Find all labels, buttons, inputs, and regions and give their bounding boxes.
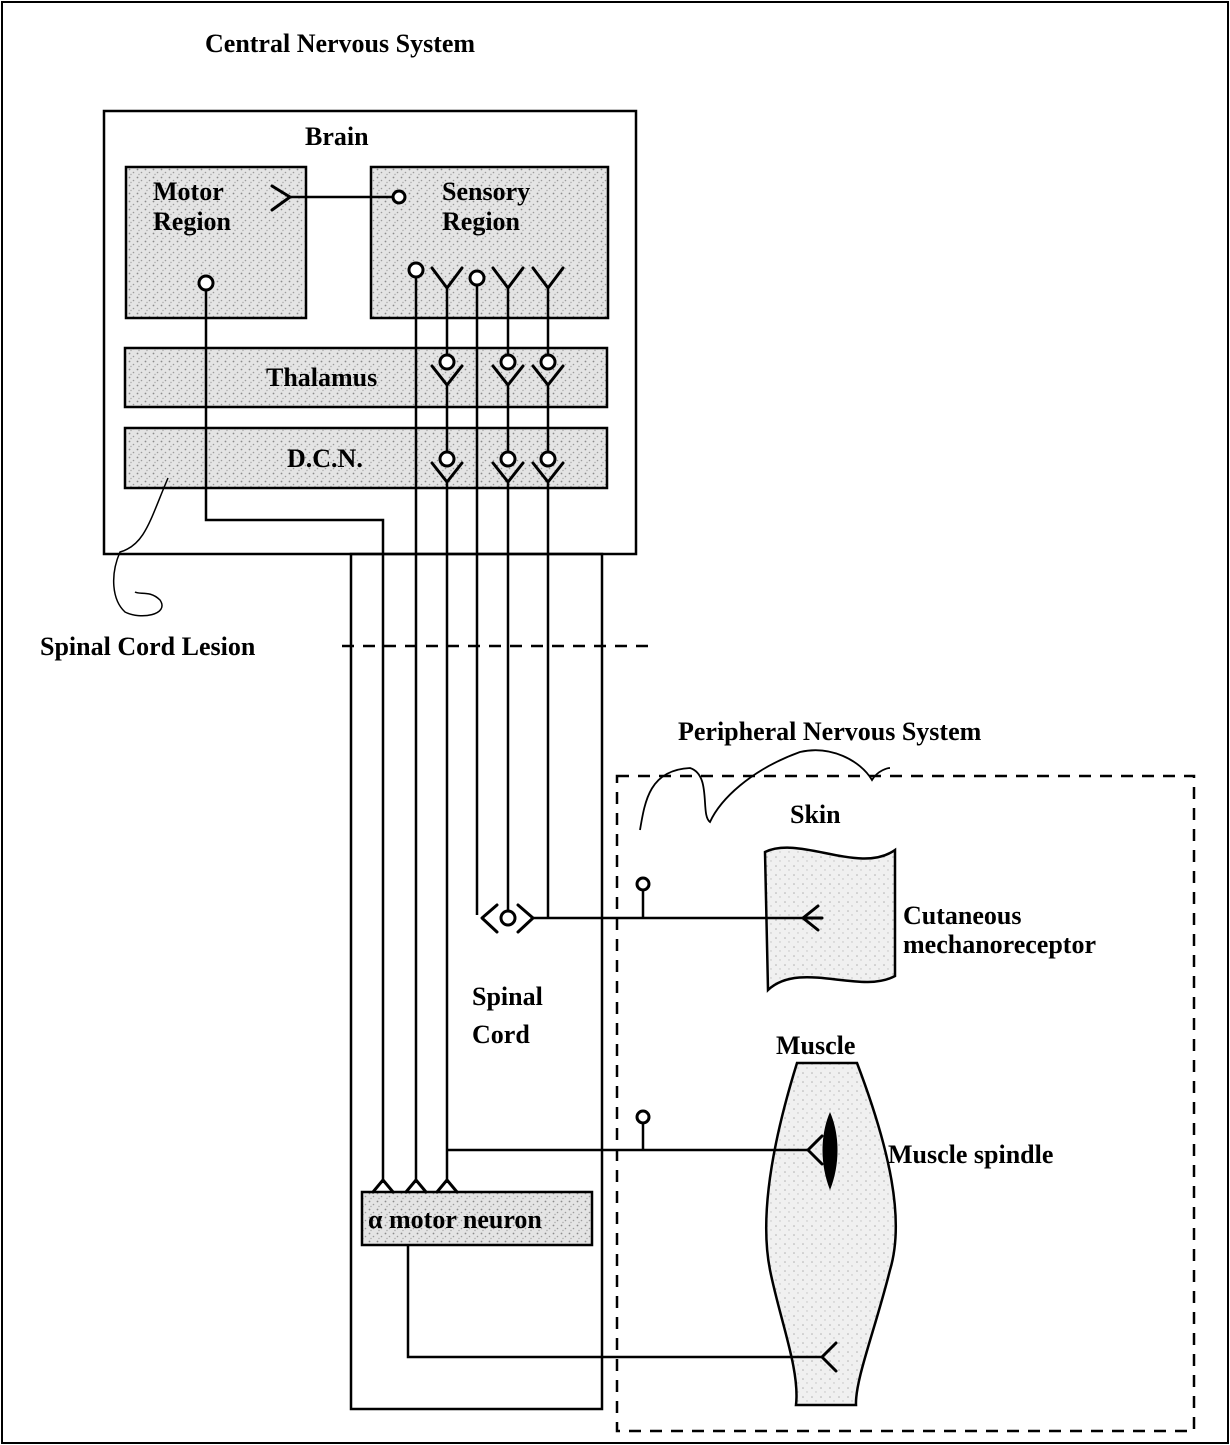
muscle-label: Muscle	[776, 1031, 855, 1060]
lesion-label: Spinal Cord Lesion	[40, 632, 256, 661]
spinal-synapse-right	[518, 905, 533, 932]
motor-efferent	[408, 1245, 822, 1357]
skin-label: Skin	[790, 800, 841, 829]
spindle-drg-soma	[637, 1111, 649, 1123]
pathway1-dcn-soma	[440, 452, 454, 466]
cutaneous-drg-soma	[637, 878, 649, 890]
spinal-interneuron-soma	[501, 911, 515, 925]
motor-region-label-line2: Region	[153, 207, 232, 236]
sensory-descending-soma	[409, 263, 423, 277]
motor-region-label-line1: Motor	[153, 177, 224, 206]
alpha-motor-neuron-label: α motor neuron	[368, 1205, 542, 1234]
dcn-label: D.C.N.	[287, 444, 363, 473]
motor-neuron-synapse-2	[406, 1180, 426, 1192]
cutaneous-label-line1: Cutaneous	[903, 901, 1021, 930]
muscle-spindle-label: Muscle spindle	[888, 1140, 1053, 1169]
pathway2-cortex-soma	[470, 271, 484, 285]
cns-label: Central Nervous System	[205, 29, 475, 58]
spinal-synapse-left	[482, 905, 497, 932]
pns-label: Peripheral Nervous System	[678, 717, 982, 746]
pns-box	[617, 776, 1194, 1431]
pathway3-thalamus-soma	[541, 355, 555, 369]
spinal-cord-label-line2: Cord	[472, 1020, 530, 1049]
motor-neuron-synapse-1	[373, 1180, 393, 1192]
thalamus-label: Thalamus	[266, 363, 377, 392]
muscle-shape	[766, 1063, 896, 1405]
motor-neuron-synapse-3	[437, 1180, 457, 1192]
pns-scribble	[640, 750, 890, 830]
sensory-link-soma	[393, 191, 405, 203]
motor-region-soma	[199, 276, 213, 290]
pathway2-dcn-soma	[501, 452, 515, 466]
sensory-region-label-line1: Sensory	[442, 177, 530, 206]
pathway1-thalamus-soma	[440, 355, 454, 369]
cutaneous-label-line2: mechanoreceptor	[903, 930, 1096, 959]
dcn-box	[125, 428, 607, 488]
pathway3-dcn-soma	[541, 452, 555, 466]
brain-label: Brain	[305, 122, 369, 151]
sensory-region-label-line2: Region	[442, 207, 521, 236]
spinal-cord-label-line1: Spinal	[472, 982, 543, 1011]
pathway2-thalamus-soma	[501, 355, 515, 369]
